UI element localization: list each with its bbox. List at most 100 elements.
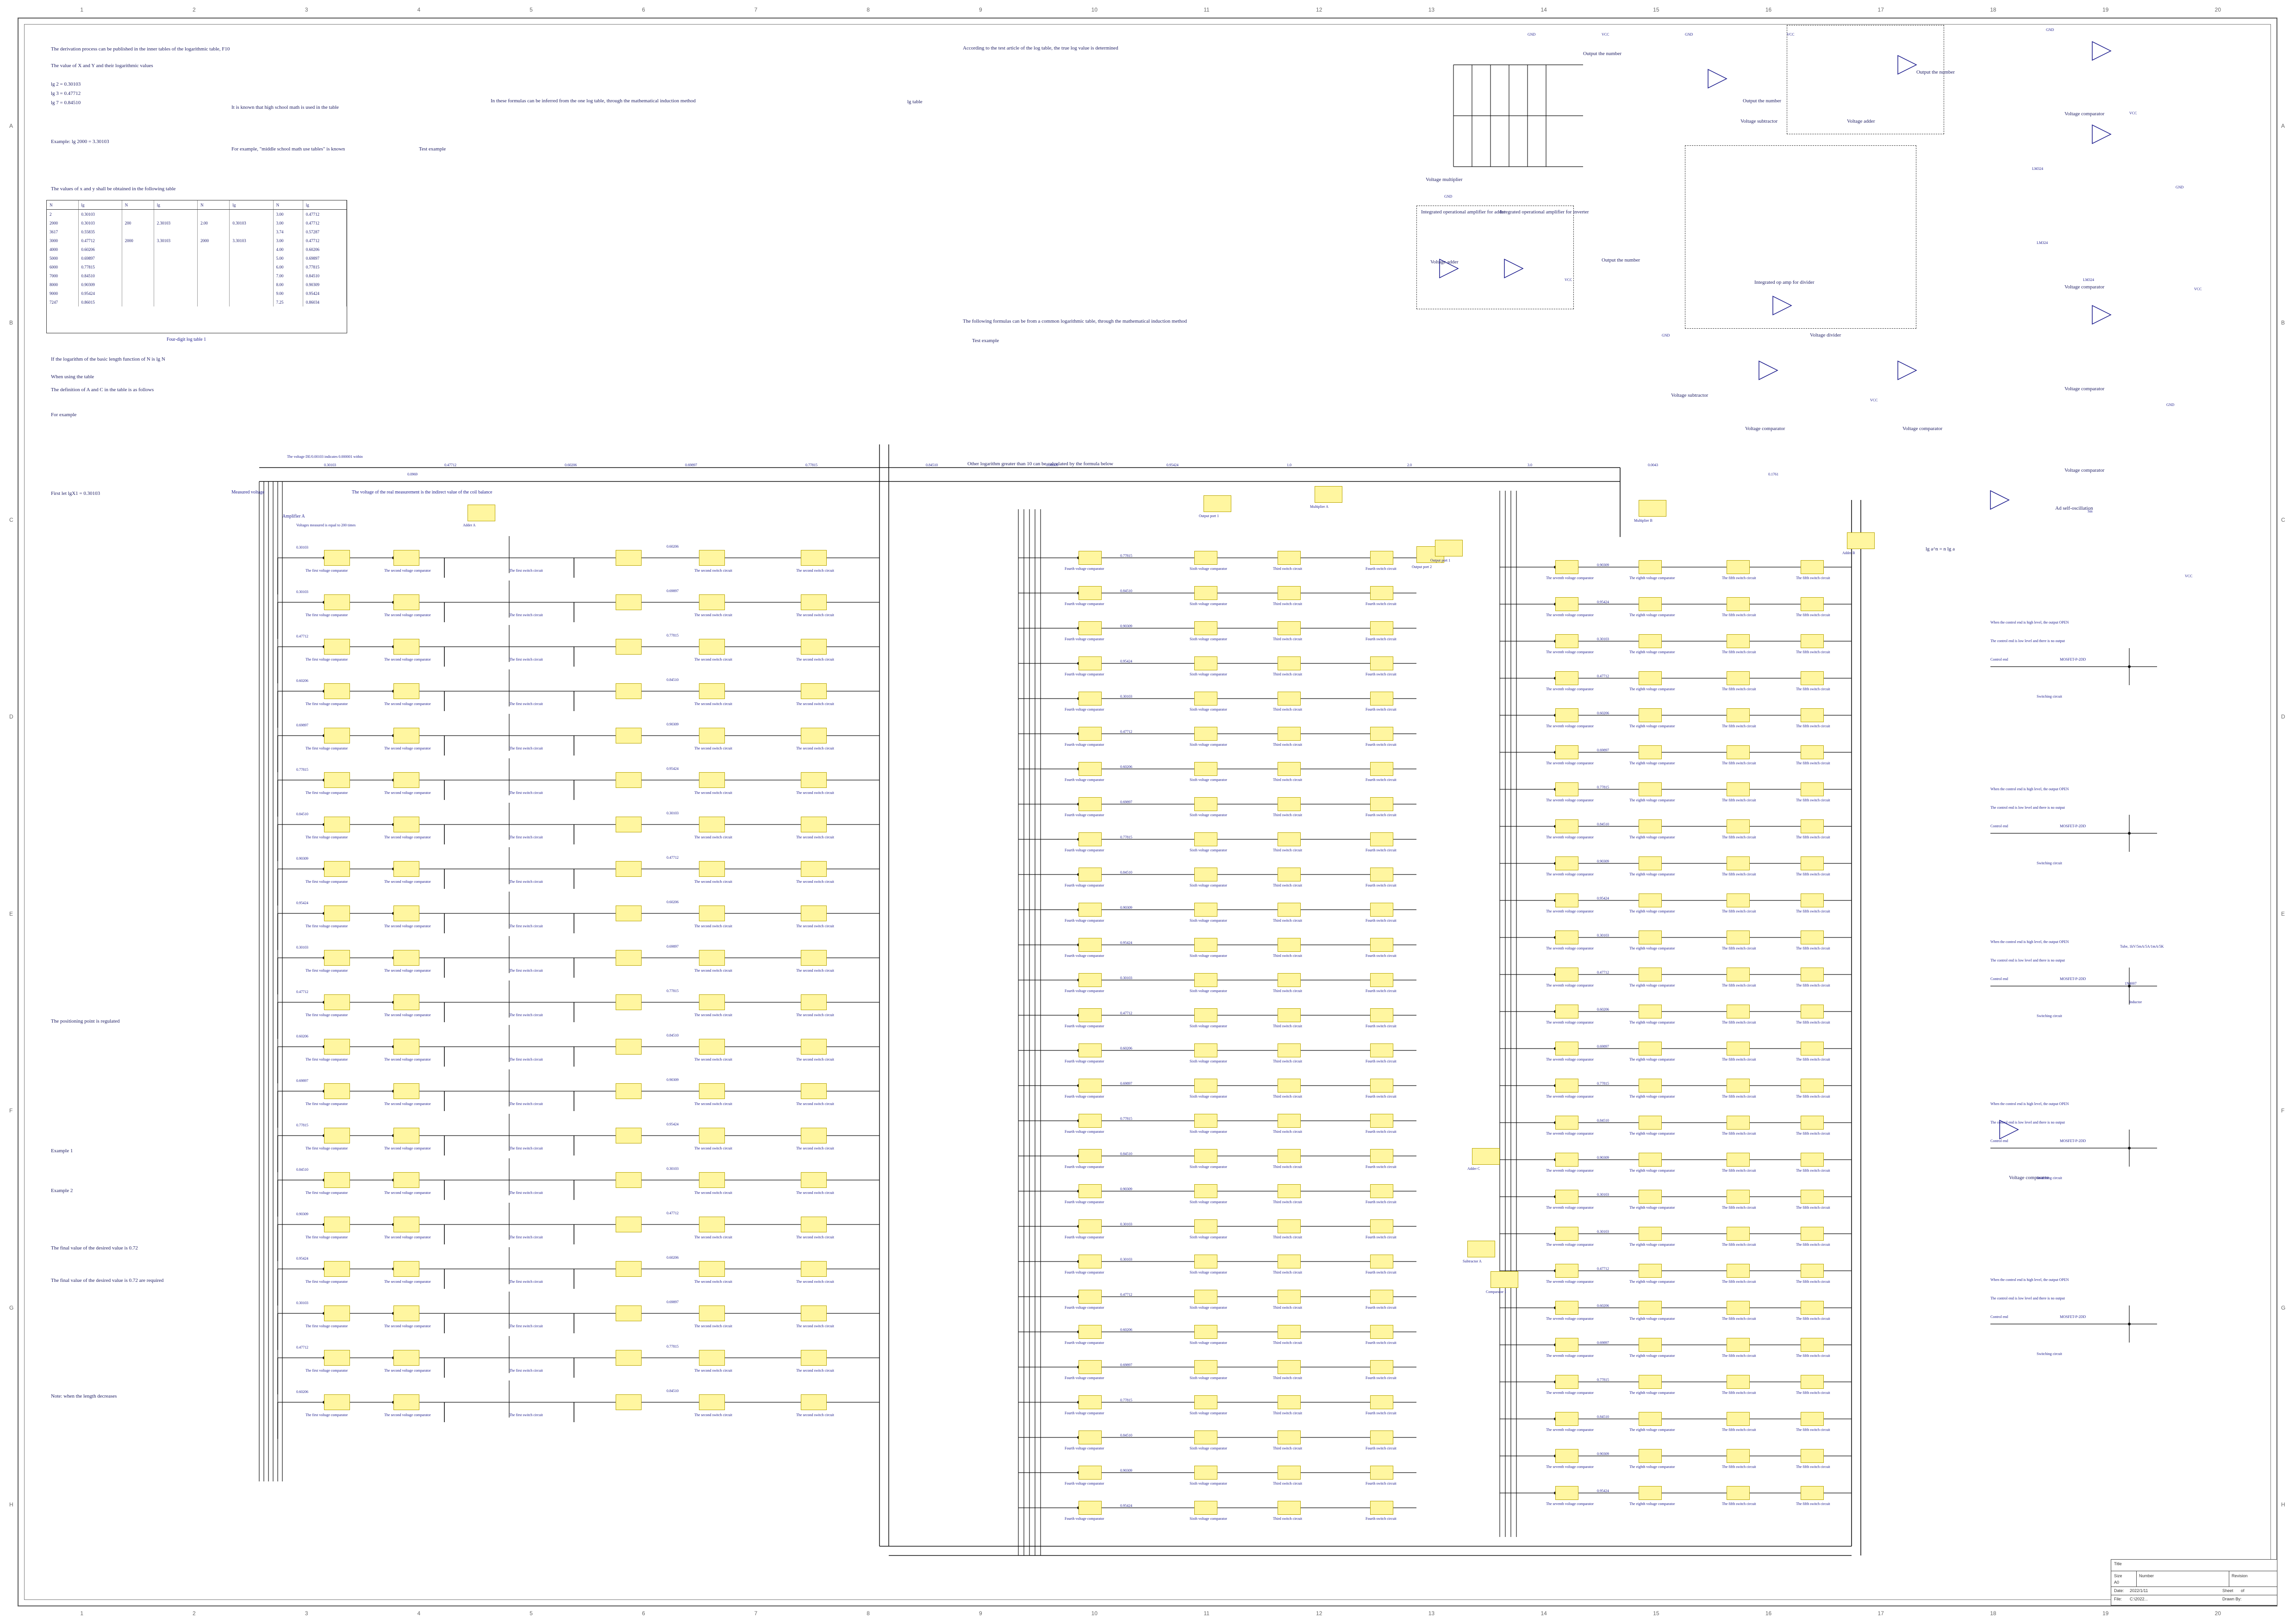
lattice-value-label: 0.90309 bbox=[1597, 1452, 1609, 1456]
log-table-cell bbox=[197, 289, 230, 298]
switch-box bbox=[1801, 1116, 1824, 1130]
switch-box bbox=[1801, 671, 1824, 685]
comparator-box bbox=[324, 1261, 350, 1277]
fourth-comparator-label: Fourth voltage comparator bbox=[1065, 707, 1104, 712]
comparator-box bbox=[324, 1350, 350, 1366]
switching-circuit-label: Switching circuit bbox=[2037, 694, 2062, 699]
lattice-value-label: 0.60206 bbox=[667, 544, 679, 549]
log-table-cell bbox=[154, 245, 198, 254]
fourth-comparator-label: Fourth voltage comparator bbox=[1065, 1517, 1104, 1521]
second-comparator-label: The second voltage comparator bbox=[384, 1324, 431, 1328]
eighth-comparator-label: The eighth voltage comparator bbox=[1629, 909, 1675, 913]
log-table-caption: Four-digit log table 1 bbox=[167, 337, 206, 342]
switch-box bbox=[1370, 1043, 1393, 1057]
comparator-box bbox=[1194, 656, 1217, 670]
function-block bbox=[1204, 495, 1231, 512]
sixth-comparator-label: Sixth voltage comparator bbox=[1190, 602, 1227, 606]
first-switch-label: The first switch circuit bbox=[509, 746, 543, 750]
switch-box bbox=[801, 906, 827, 921]
fifth-switch-label: The fifth switch circuit bbox=[1722, 613, 1756, 617]
grid-column-marker-bottom: 19 bbox=[2102, 1610, 2109, 1617]
lattice-value-label: 0.90309 bbox=[667, 722, 679, 726]
lattice-value-label: 0.84510 bbox=[296, 1168, 308, 1172]
switch-box bbox=[616, 639, 642, 655]
mosfet-label: MOSFET-P-2DD bbox=[2060, 824, 2086, 828]
grid-column-marker: 14 bbox=[1540, 6, 1547, 13]
voltage-subtractor-label-top: Voltage subtractor bbox=[1740, 119, 1778, 124]
switch-box bbox=[1801, 597, 1824, 611]
log-table-cell: 0.30103 bbox=[78, 209, 122, 219]
fourth-comparator-label: Fourth voltage comparator bbox=[1065, 1024, 1104, 1028]
switch-box bbox=[1278, 1395, 1301, 1409]
voltage-comparator-label-5: Voltage comparator bbox=[1745, 426, 1785, 431]
lattice-value-label: 0.84510 bbox=[667, 1033, 679, 1037]
switch-box bbox=[1801, 1227, 1824, 1241]
grid-row-marker: G bbox=[9, 1304, 14, 1311]
fourth-switch-label: Fourth switch circuit bbox=[1366, 1024, 1397, 1028]
comparator-box bbox=[1079, 586, 1102, 600]
fourth-comparator-label: Fourth voltage comparator bbox=[1065, 918, 1104, 923]
opamp-divider bbox=[1772, 295, 1792, 316]
third-switch-label: Third switch circuit bbox=[1273, 602, 1303, 606]
log-table-header-cell: lg bbox=[78, 200, 122, 210]
comparator-box bbox=[1555, 1042, 1578, 1056]
comparator-box bbox=[1079, 1008, 1102, 1022]
comparator-box bbox=[1555, 708, 1578, 722]
comparator-box bbox=[324, 1039, 350, 1055]
control-note-low: The control end is low level and there i… bbox=[1990, 958, 2065, 962]
left-note-line: lg 2 = 0.30103 bbox=[51, 81, 81, 87]
lattice-value-label: 0.30103 bbox=[1597, 1193, 1609, 1197]
switch-box bbox=[1801, 856, 1824, 870]
comparator-box bbox=[1555, 1153, 1578, 1167]
grid-column-marker-bottom: 2 bbox=[193, 1610, 196, 1617]
first-switch-label: The first switch circuit bbox=[509, 791, 543, 795]
comparator-box bbox=[324, 772, 350, 788]
fourth-comparator-label: Fourth voltage comparator bbox=[1065, 989, 1104, 993]
fifth-switch-label: The fifth switch circuit bbox=[1796, 1243, 1830, 1247]
second-switch-label: The second switch circuit bbox=[796, 1057, 834, 1062]
log-table-cell: 9.00 bbox=[273, 289, 303, 298]
switch-box bbox=[1278, 973, 1301, 987]
switching-circuit-label: Switching circuit bbox=[2037, 1176, 2062, 1180]
lattice-value-label: 0.30103 bbox=[1120, 694, 1132, 699]
comparator-box bbox=[1555, 597, 1578, 611]
log-table-cell: 0.60206 bbox=[303, 245, 347, 254]
log-table-cell: 6.00 bbox=[273, 262, 303, 271]
grid-column-marker-bottom: 14 bbox=[1540, 1610, 1547, 1617]
switch-box bbox=[1370, 1079, 1393, 1093]
second-switch-label: The second switch circuit bbox=[694, 657, 732, 662]
log-table-header-cell: N bbox=[197, 200, 230, 210]
grid-row-marker: A bbox=[9, 122, 13, 129]
lattice-value-label: 0.69897 bbox=[667, 589, 679, 593]
sixth-comparator-label: Sixth voltage comparator bbox=[1190, 1481, 1227, 1486]
log-table-cell: 7247 bbox=[47, 298, 79, 306]
log-formula-label: lg a^n = n lg a bbox=[1926, 546, 1955, 552]
third-switch-label: Third switch circuit bbox=[1273, 1446, 1303, 1450]
switch-box bbox=[801, 594, 827, 610]
log-table-cell: 2000 bbox=[122, 236, 154, 245]
switch-box bbox=[1727, 856, 1750, 870]
switch-box bbox=[616, 994, 642, 1010]
eighth-comparator-label: The eighth voltage comparator bbox=[1629, 872, 1675, 876]
lattice-value-label: 0.60206 bbox=[296, 1390, 308, 1394]
lattice-value-label: 0.95424 bbox=[1597, 896, 1609, 900]
eighth-comparator-label: The eighth voltage comparator bbox=[1629, 724, 1675, 728]
log-table-cell bbox=[229, 245, 274, 254]
lattice-value-label: 0.30103 bbox=[296, 545, 308, 550]
log-table-header-cell: N bbox=[273, 200, 303, 210]
log-table-cell: 2.00 bbox=[197, 219, 230, 227]
comparator-box bbox=[1079, 762, 1102, 776]
eighth-comparator-label: The eighth voltage comparator bbox=[1629, 983, 1675, 987]
switch-box bbox=[1801, 560, 1824, 574]
opamp-comparator bbox=[2092, 305, 2112, 325]
lattice-value-label: 0.47712 bbox=[1597, 970, 1609, 974]
fourth-comparator-label: Fourth voltage comparator bbox=[1065, 602, 1104, 606]
lattice-value-label: 0.30103 bbox=[1597, 933, 1609, 937]
log-table-cell bbox=[122, 262, 154, 271]
first-switch-label: The first switch circuit bbox=[509, 613, 543, 617]
lattice-value-label: 0.47712 bbox=[1120, 1293, 1132, 1297]
comparator-box bbox=[1555, 1486, 1578, 1500]
sixth-comparator-label: Sixth voltage comparator bbox=[1190, 1517, 1227, 1521]
